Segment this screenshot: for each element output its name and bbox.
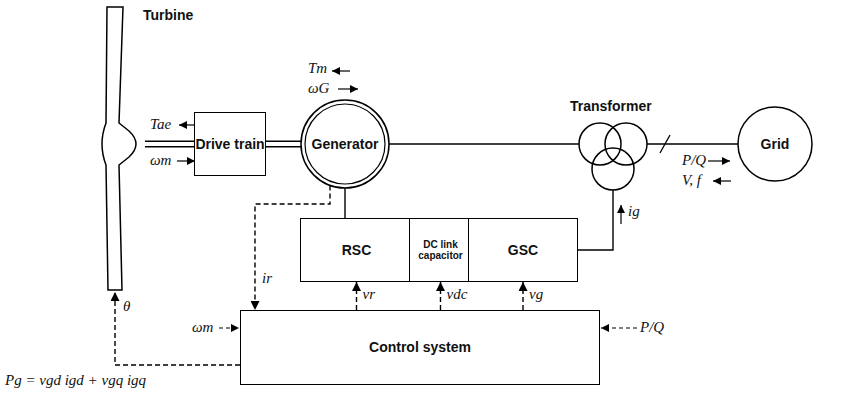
signal-name: vr — [362, 286, 377, 303]
drive-train-box: Drive train — [194, 112, 266, 176]
power-connector — [578, 190, 613, 250]
signal-connector — [440, 282, 441, 310]
node-label: Generator — [312, 136, 379, 152]
node-label: Drive train — [195, 136, 264, 152]
speed-arrow — [338, 88, 358, 89]
transformer-symbol: Transformer — [578, 122, 648, 192]
signal-name: Tm — [308, 60, 327, 77]
converter-box: RSC — [300, 218, 413, 282]
turbine-outline — [95, 5, 145, 292]
signal-name: vdc — [446, 286, 469, 303]
signal-name: P/Q — [682, 152, 706, 169]
signal-name: ig — [628, 203, 640, 220]
input-arrow — [601, 327, 637, 328]
signal-connector — [356, 282, 357, 310]
signal-name: ωm — [192, 319, 213, 336]
signal-name: ωG — [308, 80, 329, 97]
node-label: Control system — [369, 339, 471, 355]
current-arrow — [620, 205, 621, 224]
signal-name: θ — [122, 298, 131, 315]
signal-connector — [523, 282, 524, 310]
signal-name: ωm — [150, 152, 171, 169]
node-label: DC link capacitor — [410, 239, 471, 262]
power-connector — [389, 144, 579, 145]
turbine-blade: Turbine — [95, 5, 145, 292]
converter-box: GSC — [468, 218, 578, 282]
node-label: GSC — [508, 242, 538, 258]
power-connector — [647, 144, 738, 145]
control-box: Control system — [240, 310, 600, 385]
power-connector — [345, 188, 346, 218]
torque-arrow — [332, 70, 350, 71]
speed-arrow — [177, 160, 195, 161]
generator-circle: Generator — [300, 99, 390, 189]
signal-connector — [115, 292, 240, 365]
signal-name: V, f — [682, 172, 701, 189]
node-label: Turbine — [143, 7, 193, 23]
input-arrow — [219, 327, 239, 328]
signal-name: vg — [528, 286, 544, 303]
power-equation: Pg = vgd igd + vgq igq — [5, 372, 146, 389]
signal-name: ir — [261, 270, 273, 287]
node-label: RSC — [342, 242, 372, 258]
transformer-outline — [578, 122, 648, 192]
signal-name: P/Q — [640, 319, 664, 336]
shaft-connector — [266, 144, 301, 145]
signal-name: Tae — [150, 116, 171, 133]
node-label: Transformer — [570, 98, 652, 114]
dc-link-box: DC link capacitor — [409, 218, 472, 282]
grid-circle: Grid — [737, 106, 813, 182]
grid-arrow — [713, 180, 731, 181]
node-label: Grid — [761, 136, 790, 152]
power-arrow — [708, 160, 730, 161]
shaft-connector — [145, 144, 194, 145]
